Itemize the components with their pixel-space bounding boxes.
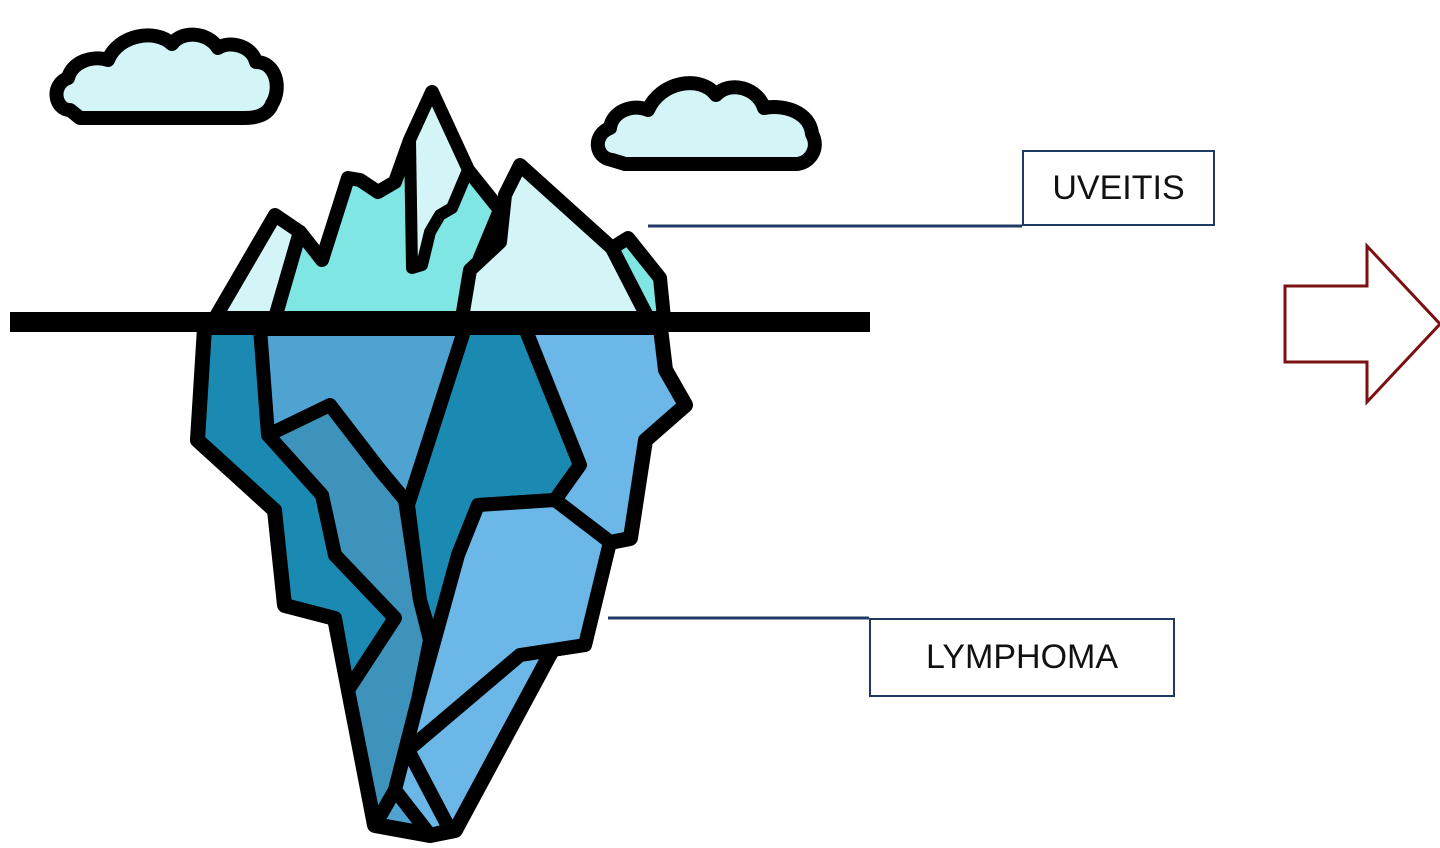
uveitis-label: UVEITIS [1022, 150, 1215, 226]
cloud-icon-right [598, 83, 815, 164]
uveitis-label-text: UVEITIS [1052, 169, 1184, 208]
lymphoma-label-text: LYMPHOMA [926, 638, 1118, 677]
iceberg-tip [215, 92, 664, 318]
cloud-icon-left [56, 35, 276, 118]
iceberg-submerged [198, 328, 685, 835]
right-arrow-icon [1285, 246, 1440, 402]
lymphoma-label: LYMPHOMA [869, 618, 1175, 697]
